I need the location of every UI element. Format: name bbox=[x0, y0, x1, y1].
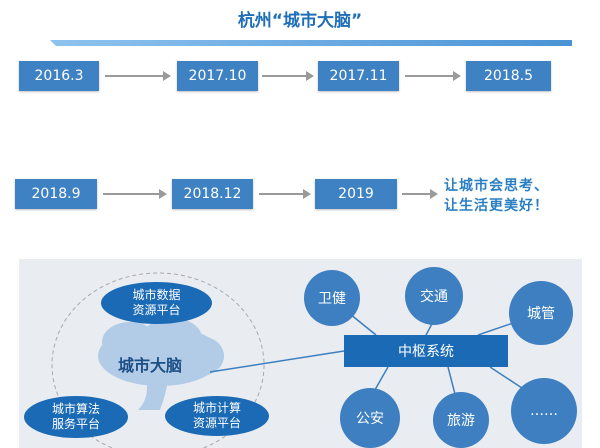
node-traffic: 交通 bbox=[405, 267, 463, 325]
platform-line: 资源平台 bbox=[132, 303, 181, 317]
page-title: 杭州“城市大脑” bbox=[237, 11, 363, 31]
platform-line: 资源平台 bbox=[192, 416, 241, 430]
timeline-date-2017-10: 2017.10 bbox=[177, 61, 258, 91]
timeline-arrow bbox=[103, 189, 167, 199]
node-more: …… bbox=[511, 378, 577, 444]
brain-icon bbox=[98, 318, 224, 410]
platform-line: 服务平台 bbox=[51, 417, 100, 431]
timeline-arrow bbox=[259, 189, 311, 199]
slogan-line-2: 让生活更美好！ bbox=[444, 198, 549, 214]
timeline-date-2018-12: 2018.12 bbox=[172, 179, 253, 209]
timeline-arrow bbox=[262, 71, 314, 81]
platform-compute-resources: 城市计算资源平台 bbox=[165, 396, 269, 436]
timeline-date-2017-11: 2017.11 bbox=[318, 61, 399, 91]
city-brain-label: 城市大脑 bbox=[118, 356, 183, 375]
node-urban-management: 城管 bbox=[509, 281, 573, 345]
node-health: 卫健 bbox=[304, 270, 360, 326]
node-public-security: 公安 bbox=[340, 388, 400, 448]
slogan-line-1: 让城市会思考、 bbox=[444, 178, 549, 194]
timeline-date-2019: 2019 bbox=[315, 179, 397, 209]
timeline-date-2018-5: 2018.5 bbox=[466, 61, 551, 91]
timeline-date-2016-3: 2016.3 bbox=[19, 61, 99, 91]
timeline-date-2018-9: 2018.9 bbox=[15, 179, 97, 209]
platform-line: 城市计算 bbox=[192, 401, 241, 415]
timeline-arrow bbox=[402, 189, 438, 199]
node-tourism: 旅游 bbox=[433, 392, 489, 448]
platform-line: 城市算法 bbox=[51, 402, 100, 416]
platform-data-resources: 城市数据资源平台 bbox=[101, 282, 212, 324]
slogan: 让城市会思考、 让生活更美好！ bbox=[444, 176, 549, 216]
timeline-arrow bbox=[405, 71, 461, 81]
title-underline bbox=[50, 40, 572, 46]
central-hub-system: 中枢系统 bbox=[344, 335, 508, 367]
platform-line: 城市数据 bbox=[132, 288, 181, 302]
platform-algorithm-services: 城市算法服务平台 bbox=[24, 396, 128, 438]
timeline-arrow bbox=[105, 71, 171, 81]
